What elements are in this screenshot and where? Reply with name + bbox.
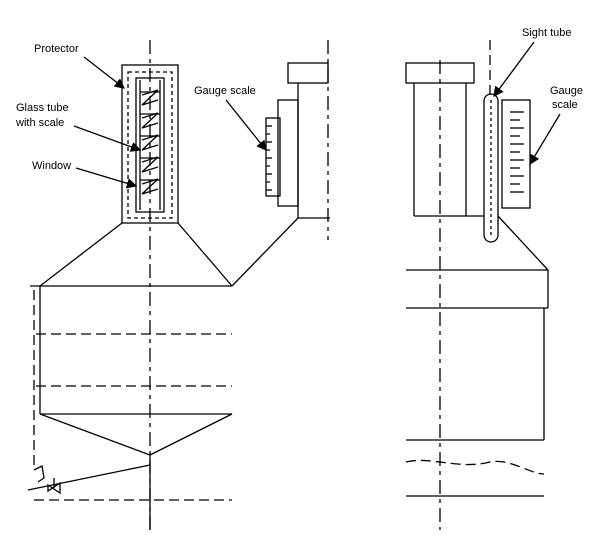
label-sight-tube: Sight tube	[522, 27, 572, 39]
gauge-scale-right	[501, 99, 531, 209]
left-vessel	[30, 222, 233, 530]
leader-window	[75, 167, 138, 189]
gauge-scale-left	[265, 117, 281, 197]
right-vessel	[405, 40, 549, 530]
leader-gauge-scale-left	[225, 99, 267, 152]
label-with-scale: with scale	[15, 117, 64, 129]
label-gauge-scale-left: Gauge scale	[194, 85, 256, 97]
label-window: Window	[32, 160, 71, 172]
leader-sight-tube	[493, 41, 535, 98]
sight-tube	[483, 93, 499, 243]
left-level-lines	[33, 290, 232, 501]
label-gauge-right-1: Gauge	[550, 85, 583, 97]
leader-protector	[83, 56, 126, 89]
drain-valve-icon	[27, 464, 151, 495]
label-protector: Protector	[34, 43, 79, 55]
leader-glass-tube	[73, 125, 142, 152]
label-gauge-right-2: scale	[552, 99, 578, 111]
label-glass-tube: Glass tube	[16, 102, 69, 114]
leader-gauge-scale-right	[529, 113, 561, 166]
middle-vessel	[231, 40, 330, 287]
